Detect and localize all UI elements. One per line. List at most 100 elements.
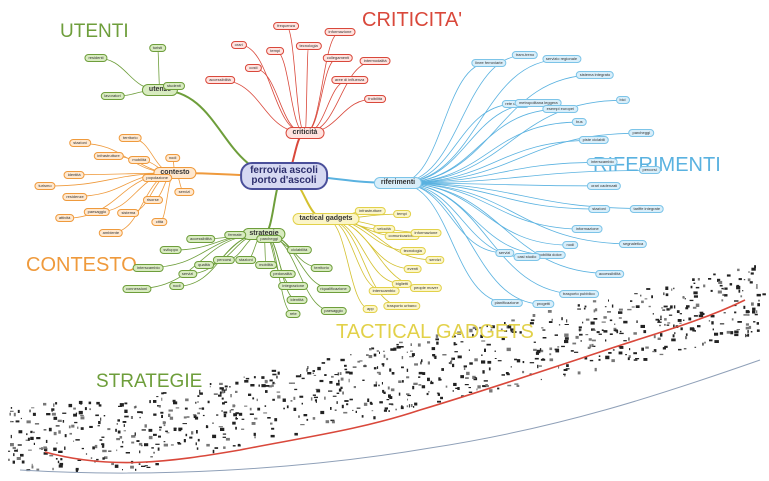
leaf-contesto[interactable]: turismo bbox=[34, 182, 56, 191]
leaf-strategie[interactable]: mobilità bbox=[255, 261, 277, 270]
central-topic[interactable]: ferrovia ascoli porto d'ascoli bbox=[240, 162, 328, 190]
leaf-strategie[interactable]: percorsi bbox=[213, 256, 236, 265]
leaf-tactical[interactable]: infrastrutture bbox=[355, 206, 386, 215]
leaf-strategie[interactable]: stazioni bbox=[235, 256, 257, 265]
leaf-strategie[interactable]: servizi bbox=[177, 270, 198, 279]
leaf-criticita[interactable]: tecnologia bbox=[295, 42, 322, 51]
leaf-contesto[interactable]: nodi bbox=[164, 153, 181, 162]
leaf-tactical[interactable]: velocità bbox=[373, 225, 395, 234]
leaf-criticita[interactable]: collegamenti bbox=[322, 54, 354, 63]
leaf-strategie[interactable]: connessioni bbox=[121, 284, 152, 293]
leaf-utenze[interactable]: turisti bbox=[148, 43, 167, 52]
leaf-utenze[interactable]: lavoratori bbox=[100, 92, 125, 101]
leaf-tactical[interactable]: informazione bbox=[410, 228, 442, 237]
leaf-criticita[interactable]: costi bbox=[245, 64, 262, 73]
leaf-riferimenti[interactable]: informazione bbox=[571, 225, 603, 234]
leaf-riferimenti[interactable]: orari cadenzati bbox=[587, 181, 622, 190]
leaf-utenze[interactable]: studenti bbox=[162, 82, 186, 90]
leaf-riferimenti[interactable]: esempi europei bbox=[542, 105, 578, 114]
leaf-contesto[interactable]: popolazione bbox=[142, 174, 172, 183]
building-block bbox=[199, 389, 201, 393]
leaf-contesto[interactable]: stazioni bbox=[69, 139, 91, 148]
leaf-contesto[interactable]: servizi bbox=[174, 187, 194, 196]
building-block bbox=[414, 402, 418, 406]
leaf-riferimenti[interactable]: interscambio bbox=[587, 158, 618, 167]
leaf-riferimenti[interactable]: stazioni bbox=[588, 205, 610, 213]
leaf-criticita[interactable]: tempi bbox=[266, 46, 285, 55]
building-block bbox=[436, 392, 440, 394]
leaf-tactical[interactable]: tempi bbox=[392, 210, 411, 219]
leaf-tactical[interactable]: interscambio bbox=[368, 286, 400, 295]
leaf-riferimenti[interactable]: segnaletica bbox=[618, 240, 648, 248]
leaf-riferimenti[interactable]: metropolitana leggera bbox=[514, 99, 562, 107]
leaf-riferimenti[interactable]: bus bbox=[572, 118, 587, 126]
building-block bbox=[441, 368, 444, 371]
leaf-contesto[interactable]: risorse bbox=[142, 195, 163, 204]
building-block bbox=[342, 391, 344, 395]
leaf-riferimenti[interactable]: casi studio bbox=[513, 253, 541, 262]
leaf-riferimenti[interactable]: progetti bbox=[532, 300, 555, 309]
building-block bbox=[422, 372, 426, 375]
hub-criticita[interactable]: criticità bbox=[285, 127, 325, 139]
leaf-riferimenti[interactable]: nodi bbox=[562, 241, 579, 250]
leaf-riferimenti[interactable]: servizi bbox=[494, 248, 515, 257]
leaf-criticita[interactable]: orari bbox=[230, 40, 247, 49]
leaf-strategie[interactable]: paesaggio bbox=[320, 307, 347, 316]
leaf-contesto[interactable]: città bbox=[151, 218, 168, 227]
leaf-riferimenti[interactable]: bici bbox=[615, 96, 630, 105]
leaf-strategie[interactable]: ciclabilità bbox=[287, 246, 312, 255]
leaf-contesto[interactable]: sistema bbox=[117, 209, 140, 218]
building-block bbox=[388, 403, 394, 405]
building-block bbox=[678, 348, 682, 351]
leaf-contesto[interactable]: territorio bbox=[118, 134, 142, 143]
leaf-tactical[interactable]: tecnologia bbox=[399, 247, 426, 256]
leaf-contesto[interactable]: attività bbox=[54, 214, 75, 223]
leaf-strategie[interactable]: rete bbox=[285, 309, 301, 318]
leaf-riferimenti[interactable]: parcheggi bbox=[628, 129, 655, 138]
leaf-contesto[interactable]: ambiente bbox=[98, 228, 124, 237]
leaf-contesto[interactable]: mobilità bbox=[128, 156, 151, 165]
leaf-strategie[interactable]: parcheggi bbox=[256, 234, 282, 243]
leaf-riferimenti[interactable]: trasporto pubblico bbox=[558, 290, 599, 299]
leaf-riferimenti[interactable]: piste ciclabili bbox=[578, 136, 610, 145]
leaf-criticita[interactable]: informazione bbox=[324, 28, 356, 37]
leaf-tactical[interactable]: servizi bbox=[425, 256, 445, 264]
leaf-contesto[interactable]: paesaggio bbox=[83, 208, 111, 216]
leaf-criticita[interactable]: intermodalità bbox=[359, 57, 391, 66]
leaf-criticita[interactable]: frequenza bbox=[273, 21, 299, 30]
leaf-tactical[interactable]: trasporto urbano bbox=[383, 301, 421, 310]
leaf-contesto[interactable]: residenze bbox=[62, 192, 88, 201]
leaf-riferimenti[interactable]: tram-treno bbox=[511, 51, 539, 60]
leaf-contesto[interactable]: infrastrutture bbox=[93, 151, 124, 160]
leaf-strategie[interactable]: accessibilità bbox=[186, 234, 216, 243]
leaf-strategie[interactable]: nodi bbox=[168, 282, 185, 291]
leaf-riferimenti[interactable]: pianificazione bbox=[490, 298, 523, 307]
leaf-strategie[interactable]: integrazione bbox=[278, 282, 309, 291]
leaf-tactical[interactable]: eventi bbox=[403, 264, 423, 273]
leaf-utenze[interactable]: residenti bbox=[84, 54, 108, 62]
leaf-strategie[interactable]: territorio bbox=[310, 263, 333, 272]
leaf-riferimenti[interactable]: sistema integrato bbox=[575, 70, 615, 79]
leaf-criticita[interactable]: accessibilità bbox=[205, 76, 235, 84]
leaf-strategie[interactable]: qualità bbox=[194, 261, 214, 270]
leaf-strategie[interactable]: fermate bbox=[224, 231, 246, 239]
building-block bbox=[373, 384, 377, 387]
leaf-riferimenti[interactable]: accessibilità bbox=[594, 269, 625, 278]
leaf-riferimenti[interactable]: tariffe integrate bbox=[629, 204, 665, 213]
leaf-riferimenti[interactable]: linee ferroviarie bbox=[471, 58, 507, 67]
leaf-contesto[interactable]: identità bbox=[63, 170, 85, 179]
hub-riferimenti[interactable]: riferimenti bbox=[373, 177, 423, 189]
leaf-strategie[interactable]: interscambio bbox=[133, 263, 164, 272]
leaf-strategie[interactable]: riqualificazione bbox=[316, 284, 351, 293]
leaf-riferimenti[interactable]: servizio regionale bbox=[541, 55, 582, 64]
leaf-tactical[interactable]: app bbox=[363, 305, 378, 314]
leaf-tactical[interactable]: biglietti bbox=[391, 279, 413, 288]
leaf-riferimenti[interactable]: percorsi bbox=[638, 166, 661, 175]
leaf-tactical[interactable]: people mover bbox=[409, 283, 443, 292]
leaf-strategie[interactable]: sviluppo bbox=[159, 246, 183, 255]
leaf-strategie[interactable]: identità bbox=[286, 296, 308, 304]
hub-tactical[interactable]: tactical gadgets bbox=[292, 213, 360, 225]
leaf-strategie[interactable]: pedonalità bbox=[269, 270, 296, 279]
leaf-criticita[interactable]: fruibilità bbox=[364, 94, 387, 103]
leaf-criticita[interactable]: aree di influenza bbox=[330, 76, 369, 84]
